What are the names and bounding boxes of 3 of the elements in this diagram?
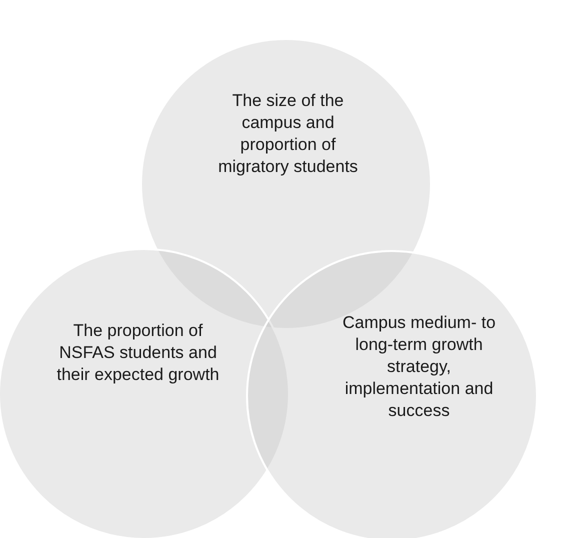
- circle-label: The proportion of NSFAS students and their expected growth: [56, 320, 220, 386]
- circle-label: The size of the campus and proportion of migratory students: [217, 90, 359, 178]
- circle-label: Campus medium- to long-term growth strategy, implementation and success: [341, 312, 497, 422]
